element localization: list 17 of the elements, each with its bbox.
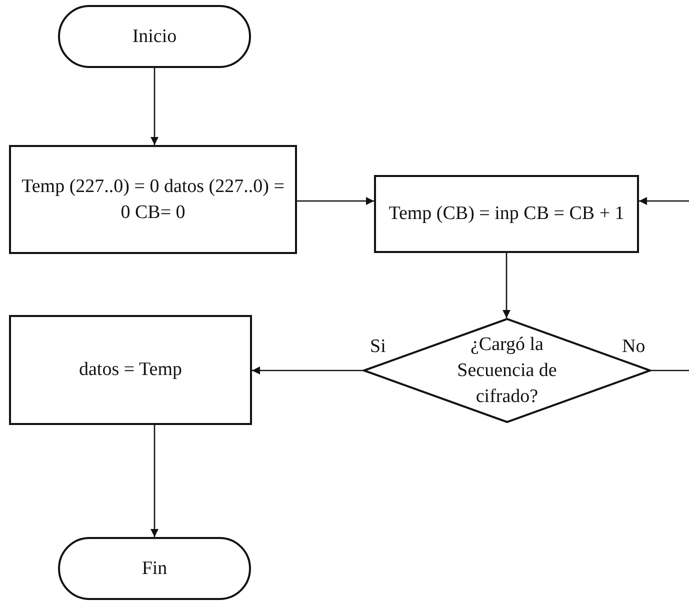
node-text: Inicio	[132, 24, 177, 48]
node-text: ¿Cargó la Secuencia de cifrado?	[456, 332, 558, 408]
arrow	[639, 197, 689, 205]
arrow	[150, 68, 158, 145]
node-text: datos = Temp	[79, 358, 182, 382]
process-box	[9, 315, 252, 425]
node-text: Temp (227..0) = 0 datos (227..0) = 0 CB= 0	[20, 174, 286, 224]
arrow	[297, 197, 374, 205]
arrow	[252, 366, 363, 374]
process-box	[9, 145, 297, 254]
arrow	[502, 253, 510, 318]
connector-line	[651, 370, 689, 372]
decision-diamond	[363, 318, 651, 423]
process-box	[374, 175, 639, 253]
node-text: Temp (CB) = inp CB = CB + 1	[388, 202, 624, 226]
arrow	[150, 425, 158, 537]
node-text: Fin	[142, 556, 168, 580]
